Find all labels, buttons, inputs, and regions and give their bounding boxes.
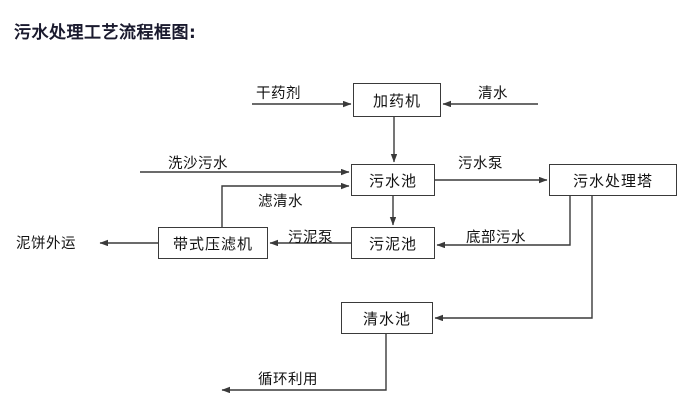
node-belt-filter-press[interactable]: 带式压滤机: [158, 227, 268, 259]
terminal-label-mud-cake-out: 泥饼外运: [16, 236, 76, 252]
edge-label-bottom-sewage: 底部污水: [466, 230, 526, 246]
edge-treatment-tower-to-clean-water-pool: [434, 196, 593, 322]
node-dosing-machine[interactable]: 加药机: [353, 83, 441, 117]
node-label: 带式压滤机: [172, 234, 253, 253]
node-label: 污水池: [368, 171, 417, 190]
edge-filtered-water-to-wastewater-pool: [221, 182, 350, 227]
node-clean-water-pool[interactable]: 清水池: [341, 302, 433, 334]
edge-label-dry-chemical: 干药剂: [256, 86, 301, 102]
node-wastewater-pool[interactable]: 污水池: [351, 164, 435, 196]
edge-label-sewage-pump: 污水泵: [458, 156, 503, 172]
node-treatment-tower[interactable]: 污水处理塔: [549, 164, 677, 196]
edge-label-sand-wash-water: 洗沙污水: [168, 156, 228, 172]
node-label: 加药机: [372, 91, 421, 110]
edge-label-clean-water-in: 清水: [478, 86, 508, 102]
node-label: 清水池: [362, 309, 411, 328]
node-sludge-pool[interactable]: 污泥池: [351, 227, 435, 259]
edge-label-sludge-pump: 污泥泵: [288, 230, 333, 246]
node-label: 污泥池: [368, 234, 417, 253]
edge-treatment-tower-to-sludge-pool: [436, 196, 571, 249]
page-title: 污水处理工艺流程框图:: [14, 23, 197, 43]
edge-clean-water-pool-to-recycle: [221, 334, 387, 394]
edge-label-filtered-water: 滤清水: [258, 194, 303, 210]
edge-label-recycle-reuse: 循环利用: [258, 372, 318, 388]
node-label: 污水处理塔: [572, 171, 653, 190]
